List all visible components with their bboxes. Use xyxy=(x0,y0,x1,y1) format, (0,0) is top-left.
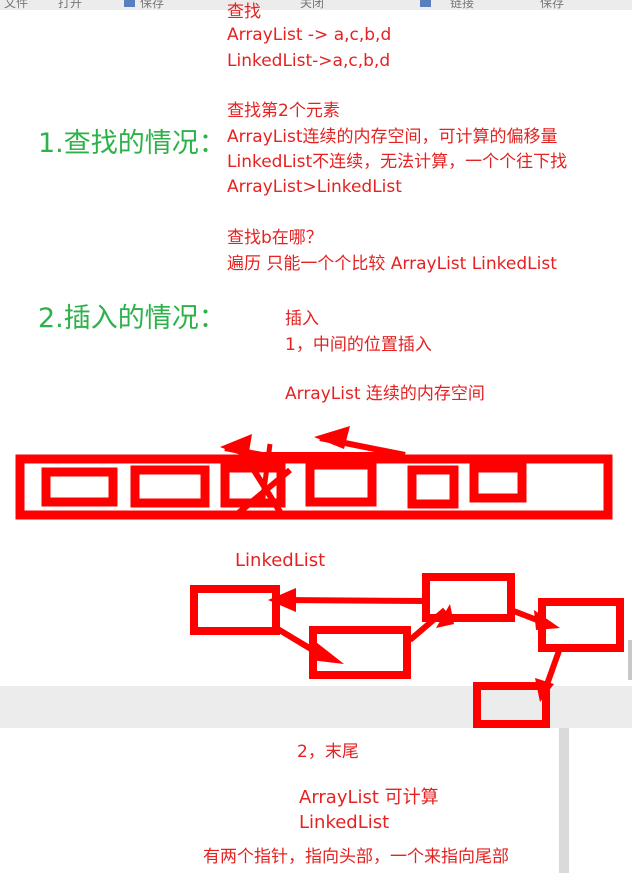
insert-line: 插入 xyxy=(285,309,319,329)
search-line: 查找第2个元素 xyxy=(227,101,340,121)
arraylist-cell xyxy=(407,465,459,509)
pointer-arrow xyxy=(535,646,563,702)
arraylist-cell xyxy=(469,463,527,503)
pointer-arrow xyxy=(509,607,560,630)
pointer-arrow xyxy=(408,604,454,643)
linkedlist-node xyxy=(422,573,515,622)
toolbar-tab[interactable]: 链接 xyxy=(450,0,475,10)
insert-mark xyxy=(234,443,292,518)
file-icon xyxy=(124,0,135,7)
search-line: LinkedList->a,c,b,d xyxy=(227,51,391,71)
search-line: 遍历 只能一个个比较 ArrayList LinkedList xyxy=(227,254,557,274)
search-line: 查找b在哪？ xyxy=(227,228,323,248)
arraylist-cell xyxy=(305,460,377,507)
scrollbar[interactable] xyxy=(559,728,569,873)
pointer-note: 有两个指针，指向头部，一个来指向尾部 xyxy=(203,847,509,867)
file-icon xyxy=(420,0,431,7)
shift-arrow xyxy=(314,426,406,458)
top-toolbar-strip: 文件 打开 保存 关闭 链接 保存 xyxy=(0,0,632,10)
toolbar-tab[interactable]: 打开 xyxy=(58,0,83,10)
pointer-arrow xyxy=(268,588,427,612)
search-line: ArrayList连续的内存空间，可计算的偏移量 xyxy=(227,127,558,147)
insert-heading: 2.插入的情况： xyxy=(38,303,226,334)
search-line: 查找 xyxy=(227,2,261,22)
search-line: ArrayList -> a,c,b,d xyxy=(227,25,392,45)
toolbar-tab[interactable]: 文件 xyxy=(4,0,29,10)
linkedlist-label: LinkedList xyxy=(235,550,326,571)
linkedlist-node xyxy=(190,585,280,635)
tail-line: LinkedList xyxy=(299,812,390,833)
insert-line: 1，中间的位置插入 xyxy=(285,335,432,355)
toolbar-tab[interactable]: 关闭 xyxy=(300,0,325,10)
search-line: ArrayList>LinkedList xyxy=(227,177,402,197)
arraylist-cell xyxy=(41,467,118,507)
insert-line: ArrayList 连续的内存空间 xyxy=(285,384,485,404)
search-line: LinkedList不连续，无法计算，一个个往下找 xyxy=(227,152,568,172)
arraylist-cell xyxy=(130,465,210,508)
toolbar-tab[interactable]: 保存 xyxy=(540,0,565,10)
search-heading: 1.查找的情况： xyxy=(38,128,226,159)
shift-arrow xyxy=(220,434,405,458)
toolbar-tab[interactable]: 保存 xyxy=(140,0,165,10)
arraylist-outer-box xyxy=(15,454,613,520)
tail-line: 2，末尾 xyxy=(297,742,359,762)
tail-line: ArrayList 可计算 xyxy=(299,787,439,808)
pointer-arrow xyxy=(274,625,344,664)
divider xyxy=(628,640,632,680)
linkedlist-node xyxy=(473,682,550,728)
